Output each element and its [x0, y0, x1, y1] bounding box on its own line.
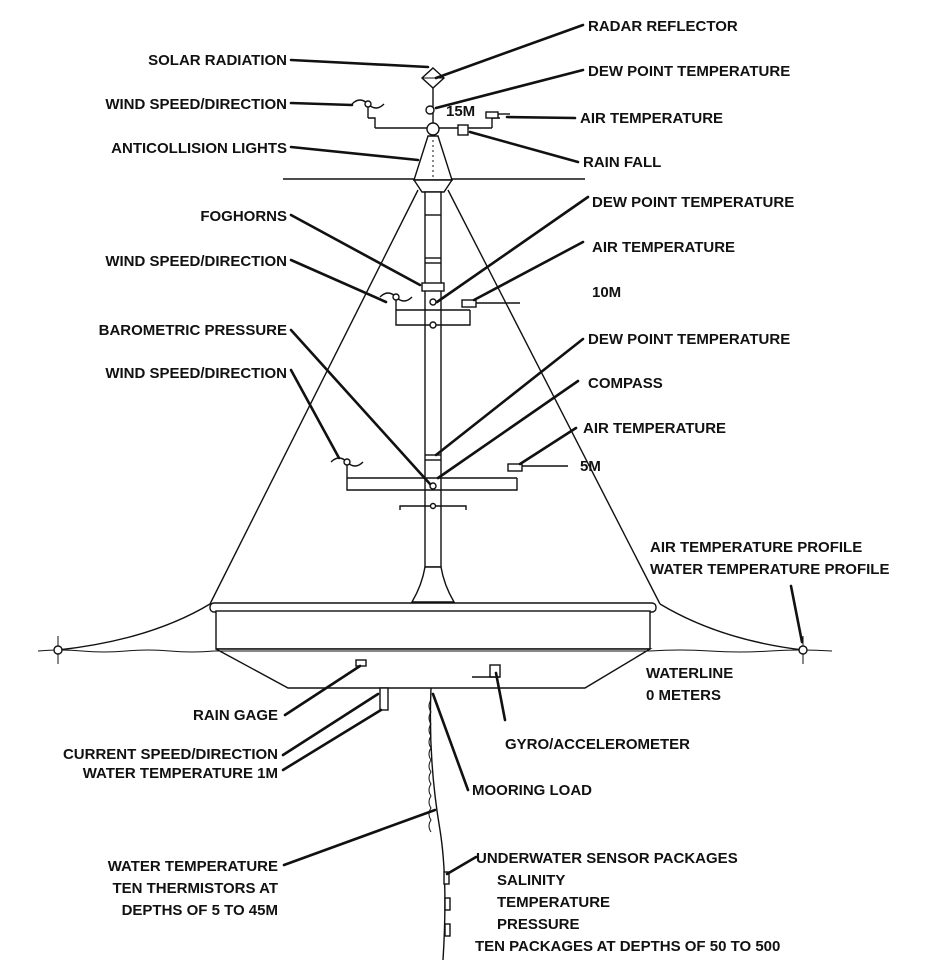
label-wind-low: WIND SPEED/DIRECTION — [105, 365, 287, 382]
label-pressure: PRESSURE — [497, 916, 580, 933]
mast-segments — [425, 214, 441, 461]
wind-sensor-low-icon — [330, 457, 364, 478]
air-temperature-sensor-top-icon — [485, 111, 510, 119]
labels: RADAR REFLECTOR SOLAR RADIATION DEW POIN… — [63, 18, 889, 955]
label-ten-packages: TEN PACKAGES AT DEPTHS OF 50 TO 500 — [475, 938, 780, 955]
wind-sensor-mid-icon — [379, 292, 413, 310]
buoy-keel — [215, 648, 653, 689]
label-wind-mid: WIND SPEED/DIRECTION — [105, 253, 287, 270]
foghorn-icon — [421, 282, 445, 292]
profile-line-right — [659, 603, 804, 651]
label-water-temperature: WATER TEMPERATURE — [108, 858, 278, 875]
label-mooring-load: MOORING LOAD — [472, 782, 592, 799]
label-temperature: TEMPERATURE — [497, 894, 610, 911]
label-waterline: WATERLINE — [646, 665, 733, 682]
label-rain-gage: RAIN GAGE — [193, 707, 278, 724]
rain-fall-gauge — [457, 124, 469, 136]
leader-lines — [281, 23, 804, 876]
mooring-line — [429, 687, 446, 961]
air-temperature-sensor-mid-icon — [461, 299, 520, 308]
guy-wire-left — [209, 189, 419, 605]
underwater-sensor-packages — [443, 871, 451, 937]
air-temperature-sensor-low-icon — [507, 463, 568, 472]
label-15m: 15M — [446, 103, 475, 120]
air-profile-float-left — [53, 645, 63, 655]
light-base — [412, 179, 454, 193]
label-rain-fall: RAIN FALL — [583, 154, 661, 171]
label-gyro-accelerometer: GYRO/ACCELEROMETER — [505, 736, 690, 753]
label-underwater-sensor-packages: UNDERWATER SENSOR PACKAGES — [476, 850, 738, 867]
label-dew-point-low: DEW POINT TEMPERATURE — [588, 331, 790, 348]
label-compass: COMPASS — [588, 375, 663, 392]
label-wind-top: WIND SPEED/DIRECTION — [105, 96, 287, 113]
label-current-speed-direction: CURRENT SPEED/DIRECTION — [63, 746, 278, 763]
label-5m: 5M — [580, 458, 601, 475]
label-air-temp-mid: AIR TEMPERATURE — [592, 239, 735, 256]
dew-point-sensor-top — [425, 105, 435, 115]
main-mast — [424, 191, 442, 568]
current-meter — [379, 687, 389, 711]
label-water-temperature-profile: WATER TEMPERATURE PROFILE — [650, 561, 889, 578]
label-anticollision-lights: ANTICOLLISION LIGHTS — [111, 140, 287, 157]
profile-line-left — [57, 603, 211, 651]
label-ten-thermistors: TEN THERMISTORS AT — [112, 880, 278, 897]
wind-sensor-top-icon — [351, 99, 385, 118]
buoy-structure — [37, 67, 833, 961]
waterline — [37, 649, 833, 653]
rain-gage-sensor — [355, 659, 367, 667]
label-dew-point-mid: DEW POINT TEMPERATURE — [592, 194, 794, 211]
thermistor-string — [428, 699, 432, 833]
label-air-temperature-profile: AIR TEMPERATURE PROFILE — [650, 539, 862, 556]
buoy-hull — [215, 610, 651, 650]
label-salinity: SALINITY — [497, 872, 565, 889]
water-profile-float-right — [798, 645, 808, 655]
label-water-temperature-1m: WATER TEMPERATURE 1M — [83, 765, 278, 782]
label-10m: 10M — [592, 284, 621, 301]
label-air-temp-top: AIR TEMPERATURE — [580, 110, 723, 127]
anticollision-lights — [413, 135, 453, 181]
gyro-box — [489, 664, 501, 678]
label-zero-meters: 0 METERS — [646, 687, 721, 704]
label-solar-radiation: SOLAR RADIATION — [148, 52, 287, 69]
label-depths-5-45: DEPTHS OF 5 TO 45M — [122, 902, 278, 919]
label-barometric-pressure: BAROMETRIC PRESSURE — [99, 322, 287, 339]
label-air-temp-low: AIR TEMPERATURE — [583, 420, 726, 437]
label-radar-reflector: RADAR REFLECTOR — [588, 18, 738, 35]
mast-cap — [426, 122, 440, 136]
label-dew-point-top: DEW POINT TEMPERATURE — [588, 63, 790, 80]
label-foghorns: FOGHORNS — [200, 208, 287, 225]
dew-point-sensor-mid — [429, 298, 437, 306]
mast-flare — [410, 566, 456, 603]
